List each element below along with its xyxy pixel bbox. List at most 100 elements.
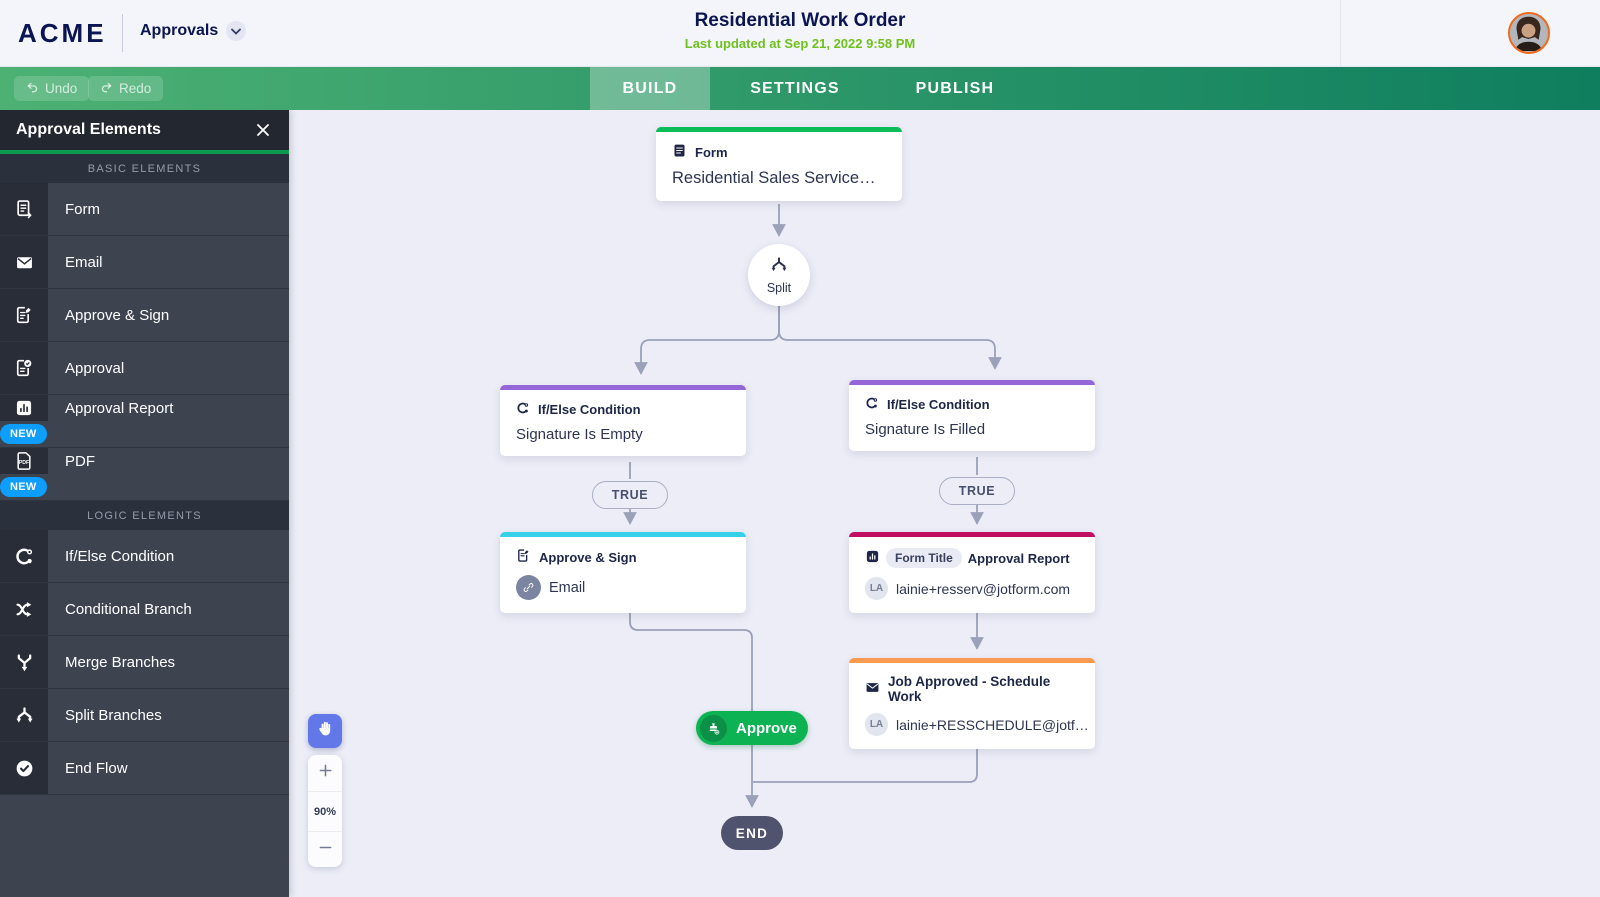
branch-label-true-left[interactable]: TRUE [592, 481, 668, 509]
header-right-divider [1340, 0, 1341, 66]
approve-action-pill[interactable]: Approve [696, 711, 808, 745]
split-label: Split [766, 281, 792, 295]
form-icon [0, 183, 48, 235]
svg-text:PDF: PDF [19, 460, 29, 466]
approvals-dropdown-label: Approvals [140, 22, 219, 39]
sidebar-item-split-branches[interactable]: Split Branches [0, 689, 289, 742]
node-job-approved-email[interactable]: Job Approved - Schedule Work LA lainie+R… [849, 658, 1095, 749]
approvals-dropdown[interactable]: Approvals [140, 21, 247, 41]
toolbar: Undo Redo BUILD SETTINGS PUBLISH [0, 67, 1600, 110]
zoom-in-button[interactable] [308, 755, 342, 791]
sidebar-item-email[interactable]: Email [0, 236, 289, 289]
node-form[interactable]: Form Residential Sales Service… [656, 127, 902, 201]
node-ifelse-signature-empty[interactable]: If/Else Condition Signature Is Empty [500, 385, 746, 456]
email-icon [0, 236, 48, 288]
approve-sign-icon [516, 548, 531, 566]
plus-icon [319, 764, 332, 782]
tab-publish[interactable]: PUBLISH [915, 79, 995, 97]
sidebar-item-form[interactable]: Form [0, 183, 289, 236]
acme-logo: ACME [18, 18, 107, 48]
conditional-branch-icon [0, 583, 48, 635]
sidebar-item-approval[interactable]: Approval [0, 342, 289, 395]
sidebar-filler [0, 795, 289, 897]
sidebar-item-ifelse-condition[interactable]: If/Else Condition [0, 530, 289, 583]
close-icon[interactable] [253, 120, 273, 140]
flow-connectors [623, 204, 1002, 809]
node-type-label: If/Else Condition [538, 402, 641, 417]
redo-button[interactable]: Redo [88, 76, 164, 101]
ifelse-condition-icon [516, 401, 530, 418]
zoom-out-button[interactable] [308, 831, 342, 867]
avatar[interactable] [1508, 12, 1550, 54]
recipient-email: lainie+RESSCHEDULE@jotf… [896, 716, 1089, 733]
sidebar-item-label: Merge Branches [65, 653, 176, 671]
end-flow-icon [0, 742, 48, 794]
form-icon [672, 143, 687, 161]
panel-header: Approval Elements [0, 110, 289, 150]
node-approve-sign[interactable]: Approve & Sign Email [500, 532, 746, 613]
tab-settings[interactable]: SETTINGS [750, 79, 840, 97]
approval-icon [0, 342, 48, 394]
node-split[interactable]: Split [748, 244, 810, 306]
node-title: Residential Sales Service… [672, 169, 876, 187]
approve-action-label: Approve [736, 719, 797, 737]
approval-report-icon [0, 395, 48, 421]
sidebar-item-label: Approval [65, 359, 125, 377]
node-ifelse-signature-filled[interactable]: If/Else Condition Signature Is Filled [849, 380, 1095, 451]
email-icon [865, 680, 880, 698]
sidebar-item-label: End Flow [65, 759, 128, 777]
sidebar-item-label: PDF [65, 452, 95, 470]
section-basic-elements: BASIC ELEMENTS [0, 154, 289, 183]
redo-icon [100, 81, 113, 97]
redo-label: Redo [119, 81, 152, 96]
sidebar-item-conditional-branch[interactable]: Conditional Branch [0, 583, 289, 636]
linked-item-label: Email [549, 579, 586, 596]
form-title-pill: Form Title [886, 548, 962, 568]
panel-accent-bar [0, 150, 289, 154]
node-approval-report[interactable]: Form Title Approval Report LA lainie+res… [849, 532, 1095, 613]
approval-report-icon [865, 549, 880, 567]
header-title-block: Residential Work Order Last updated at S… [0, 10, 1600, 51]
node-title: Signature Is Empty [516, 426, 643, 443]
node-type-label: Form [695, 144, 728, 160]
zoom-level: 90% [308, 791, 342, 831]
recipient-email: lainie+resserv@jotform.com [896, 580, 1071, 597]
sidebar-item-merge-branches[interactable]: Merge Branches [0, 636, 289, 689]
node-title: Job Approved - Schedule Work [888, 674, 1051, 704]
minus-icon [319, 841, 332, 859]
merge-branches-icon [0, 636, 48, 688]
section-logic-elements: LOGIC ELEMENTS [0, 501, 289, 530]
sidebar-item-label: Form [65, 200, 100, 218]
sidebar-item-approve-sign[interactable]: Approve & Sign [0, 289, 289, 342]
link-icon [516, 575, 541, 600]
node-accent-bar [849, 658, 1095, 663]
page-title: Residential Work Order [694, 10, 906, 31]
node-type-label: If/Else Condition [887, 397, 990, 412]
undo-button[interactable]: Undo [14, 76, 90, 101]
node-title: Signature Is Filled [865, 421, 986, 438]
node-accent-bar [500, 385, 746, 390]
undo-label: Undo [45, 81, 78, 96]
chevron-down-icon [226, 21, 247, 41]
approve-sign-icon [0, 289, 48, 341]
ifelse-condition-icon [0, 530, 48, 582]
approve-stamp-icon [700, 714, 727, 742]
sidebar-item-label: If/Else Condition [65, 547, 175, 565]
sidebar-item-approval-report[interactable]: Approval Report NEW [0, 395, 289, 448]
node-accent-bar [849, 380, 1095, 385]
pan-tool-button[interactable] [308, 714, 342, 748]
sidebar-item-label: Email [65, 253, 103, 271]
split-branches-icon [0, 689, 48, 741]
sidebar-item-pdf[interactable]: PDF PDF NEW [0, 448, 289, 501]
sidebar-item-label: Split Branches [65, 706, 162, 724]
sidebar-item-end-flow[interactable]: End Flow [0, 742, 289, 795]
sidebar-item-label: Conditional Branch [65, 600, 192, 618]
undo-icon [26, 81, 39, 97]
panel-title: Approval Elements [16, 121, 161, 138]
ifelse-condition-icon [865, 396, 879, 413]
split-branches-icon [769, 255, 789, 280]
branch-label-true-right[interactable]: TRUE [939, 477, 1015, 505]
flow-canvas[interactable]: Form Residential Sales Service… Split If… [289, 110, 1600, 897]
end-flow-pill[interactable]: END [721, 816, 783, 850]
tab-build[interactable]: BUILD [590, 67, 710, 110]
